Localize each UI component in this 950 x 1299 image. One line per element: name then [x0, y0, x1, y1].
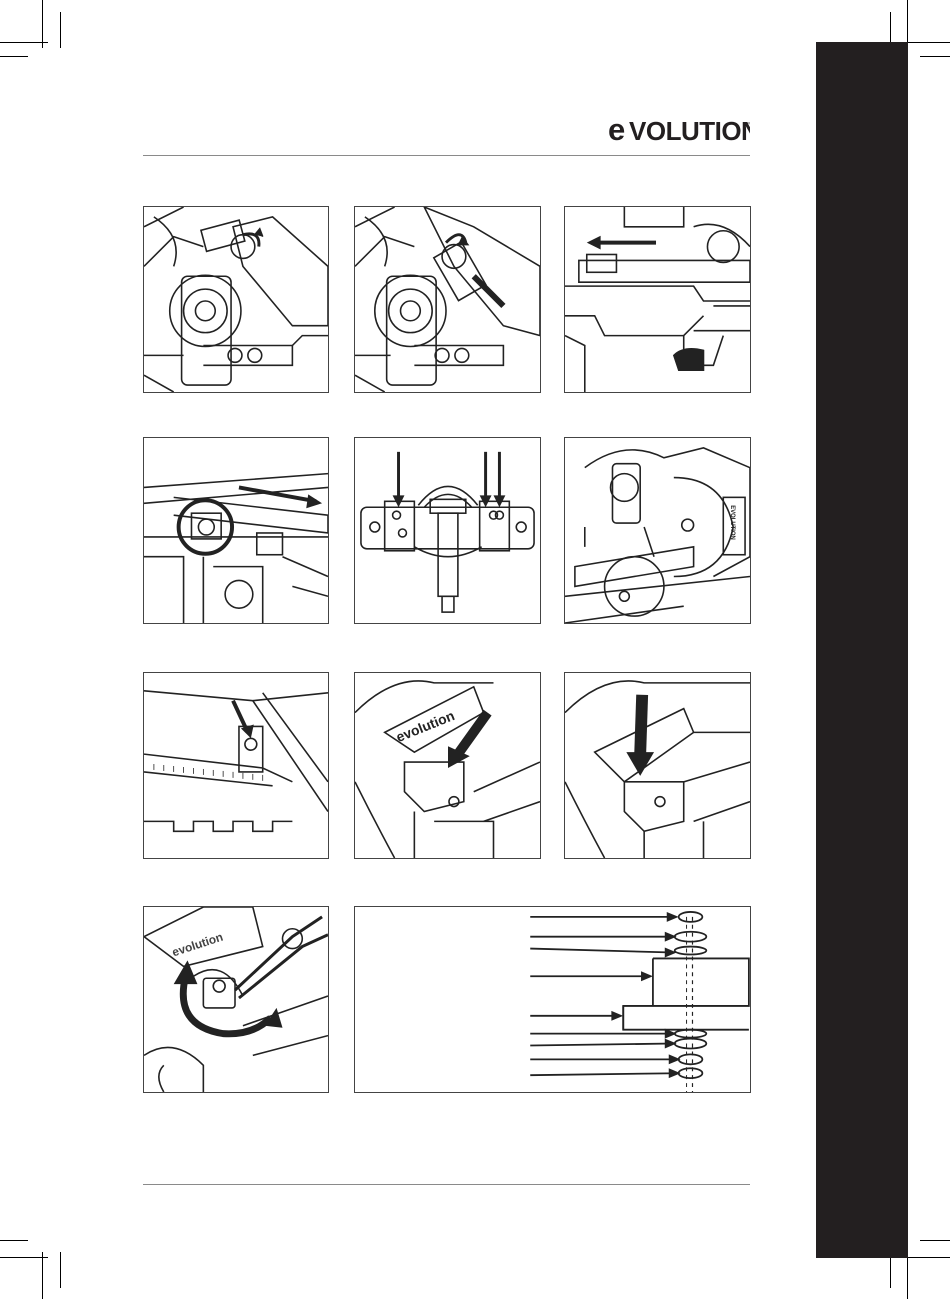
crop-mark	[0, 1257, 48, 1258]
figure-handle-press: evolution	[354, 672, 541, 859]
brand-logo: e VOLUTION ™	[608, 114, 750, 144]
crop-mark	[60, 12, 61, 48]
figure-knob-tighten	[354, 206, 541, 393]
header-rule	[143, 155, 750, 156]
figure-fence-slide-left	[564, 206, 751, 393]
figure-handle-press-down	[564, 672, 751, 859]
figure-top-view-screws	[354, 437, 541, 624]
crop-mark	[907, 1252, 908, 1299]
crop-mark	[920, 1240, 950, 1241]
saw-brand-label: EVOLUTION	[729, 505, 735, 540]
crop-mark	[42, 0, 43, 48]
crop-mark	[0, 42, 48, 43]
crop-mark	[0, 56, 28, 57]
crop-mark	[0, 1240, 28, 1241]
crop-mark	[902, 42, 950, 43]
brand-logo-first: e	[608, 114, 625, 144]
crop-mark	[920, 56, 950, 57]
crop-mark	[902, 1257, 950, 1258]
figure-knob-loosen	[143, 206, 329, 393]
handle-brand-label: evolution	[394, 707, 457, 745]
crop-mark	[42, 1252, 43, 1299]
handle-brand-label-2: evolution	[170, 930, 224, 960]
figure-scale-pointer	[143, 672, 329, 859]
side-tab	[816, 42, 908, 1258]
figure-adjustment-diagram	[354, 906, 751, 1093]
trademark-symbol: ™	[744, 121, 750, 128]
figure-saw-overview: EVOLUTION	[564, 437, 751, 624]
crop-mark	[60, 1252, 61, 1288]
figure-pliers-rotate: evolution	[143, 906, 329, 1093]
brand-logo-rest: VOLUTION	[629, 116, 750, 144]
figure-fence-screw-circle	[143, 437, 329, 624]
footer-rule	[143, 1184, 750, 1185]
crop-mark	[907, 0, 908, 48]
